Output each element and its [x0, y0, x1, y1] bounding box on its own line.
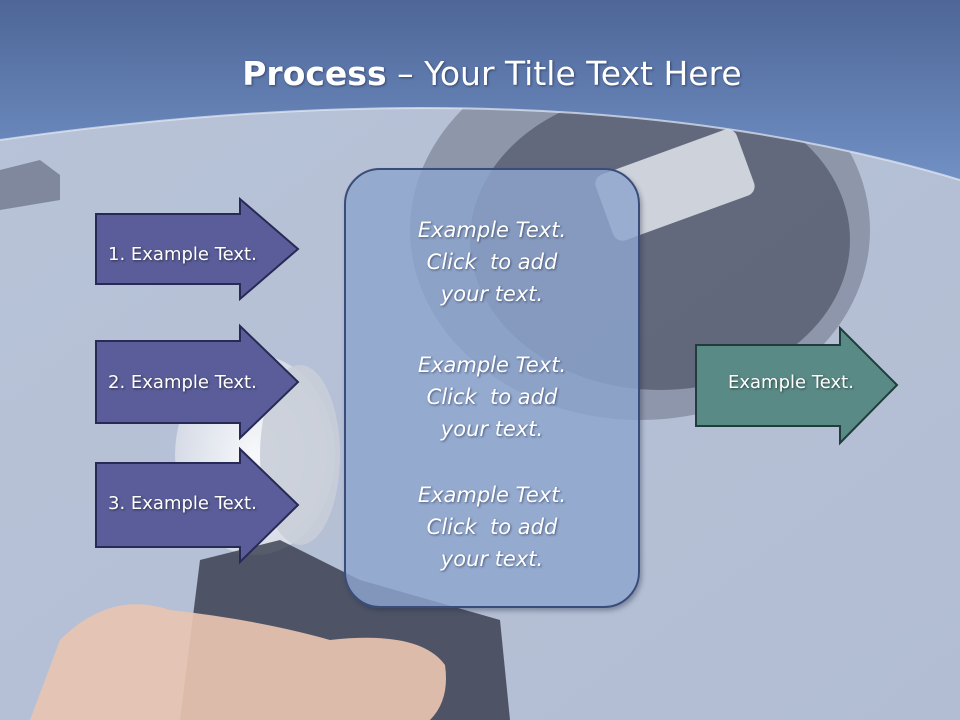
paragraph-line: your text. — [440, 417, 544, 441]
step-arrow-3[interactable]: 3. Example Text. — [95, 446, 300, 565]
slide-title: Process – Your Title Text Here — [0, 52, 960, 96]
header-band — [0, 0, 960, 180]
paragraph-line: your text. — [440, 282, 544, 306]
paragraph-line: your text. — [440, 547, 544, 571]
right-arrow-icon — [95, 446, 300, 565]
paragraph-line: Click to add — [426, 515, 558, 539]
right-arrow-icon — [695, 325, 899, 446]
paragraph-line: Click to add — [426, 250, 558, 274]
right-arrow-icon — [95, 196, 300, 302]
center-paragraph-2: Example Text. Click to add your text. — [346, 349, 638, 445]
result-arrow[interactable]: Example Text. — [695, 325, 900, 446]
paragraph-line: Example Text. — [417, 483, 567, 507]
center-paragraph-3: Example Text. Click to add your text. — [346, 479, 638, 575]
step-label-1: 1. Example Text. — [108, 244, 257, 265]
title-rest: Your Title Text Here — [424, 54, 742, 93]
title-dash: – — [397, 54, 414, 93]
hand-shape — [30, 604, 446, 720]
result-label: Example Text. — [728, 372, 854, 393]
step-label-3: 3. Example Text. — [108, 493, 257, 514]
step-arrow-1[interactable]: 1. Example Text. — [95, 196, 300, 302]
paragraph-line: Example Text. — [417, 353, 567, 377]
paragraph-line: Click to add — [426, 385, 558, 409]
center-paragraph-1: Example Text. Click to add your text. — [346, 214, 638, 310]
right-arrow-icon — [95, 323, 300, 441]
title-bold: Process — [242, 54, 387, 93]
step-label-2: 2. Example Text. — [108, 372, 257, 393]
paragraph-line: Example Text. — [417, 218, 567, 242]
step-arrow-2[interactable]: 2. Example Text. — [95, 323, 300, 441]
center-text-box[interactable]: Example Text. Click to add your text. Ex… — [344, 168, 640, 608]
